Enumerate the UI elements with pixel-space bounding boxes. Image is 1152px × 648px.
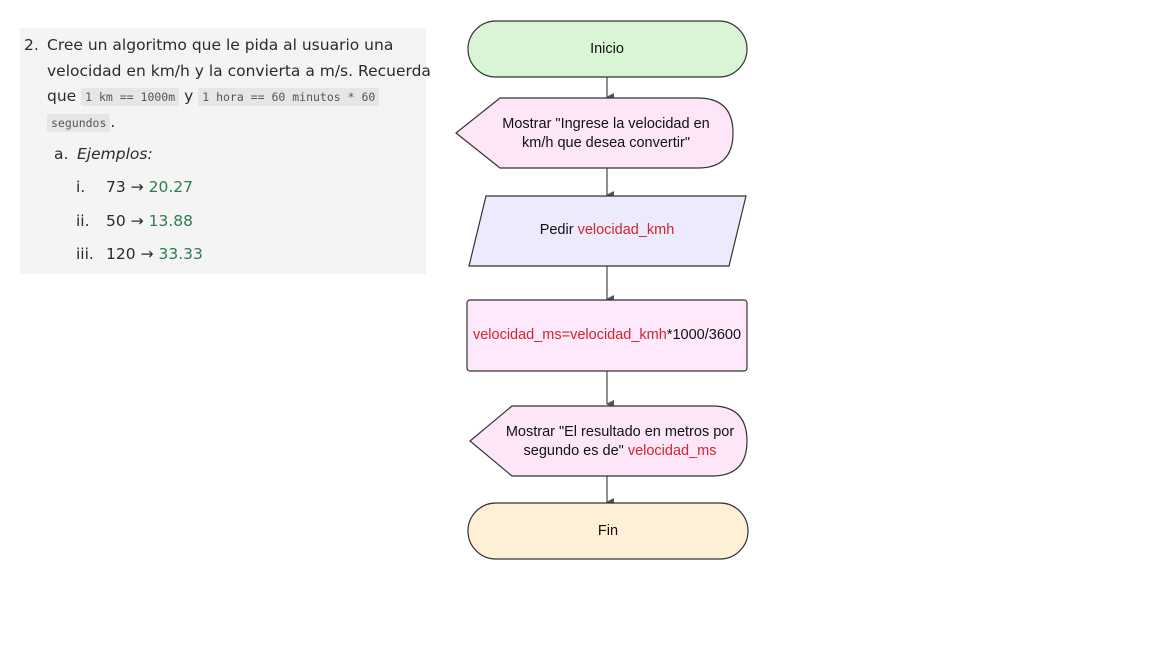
display2-line1: Mostrar "El resultado en metros por <box>506 424 735 440</box>
display2-text: segundo es de" <box>524 443 628 459</box>
process-node: velocidad_ms=velocidad_kmh*1000/3600 <box>466 299 748 372</box>
code-km: 1 km == 1000m <box>81 88 180 106</box>
exercise-number: 2. <box>24 36 39 54</box>
example-output: 33.33 <box>158 245 203 263</box>
example-marker: i. <box>76 178 86 196</box>
code-segundos: segundos <box>47 114 111 132</box>
exercise-text-y: y <box>184 87 194 105</box>
example-output: 13.88 <box>148 212 193 230</box>
exercise-text-1: Cree un algoritmo que le pida al usuario… <box>47 36 394 54</box>
example-arrow: → <box>130 212 144 230</box>
end-node: Fin <box>467 502 749 560</box>
exercise-panel: 2. Cree un algoritmo que le pida al usua… <box>20 28 431 274</box>
example-input: 50 <box>106 212 126 230</box>
code-hora: 1 hora == 60 minutos * 60 <box>198 88 380 106</box>
example-arrow: → <box>140 245 154 263</box>
display1-line1: Mostrar "Ingrese la velocidad en <box>502 116 709 132</box>
example-marker: ii. <box>76 212 90 230</box>
input-variable: velocidad_kmh <box>578 222 675 238</box>
example-input: 120 <box>106 245 136 263</box>
exercise-text-3: que <box>47 87 77 105</box>
process-label: velocidad_ms=velocidad_kmh*1000/3600 <box>473 327 741 343</box>
example-input: 73 <box>106 178 126 196</box>
input-node: Pedir velocidad_kmh <box>468 195 747 267</box>
process-assignment: velocidad_ms=velocidad_kmh <box>473 327 667 343</box>
display-node-prompt: Mostrar "Ingrese la velocidad en km/h qu… <box>455 97 734 169</box>
example-marker: iii. <box>76 245 94 263</box>
process-expression: *1000/3600 <box>667 327 741 343</box>
display-node-result: Mostrar "El resultado en metros por segu… <box>469 405 748 477</box>
display2-variable: velocidad_ms <box>628 443 717 459</box>
example-output: 20.27 <box>148 178 193 196</box>
display1-line2: km/h que desea convertir" <box>522 135 690 151</box>
examples-label: Ejemplos: <box>77 145 153 163</box>
exercise-text-2: velocidad en km/h y la convierta a m/s. … <box>47 62 431 80</box>
exercise-period: . <box>110 113 116 131</box>
start-label: Inicio <box>590 41 624 57</box>
input-prefix: Pedir <box>540 222 578 238</box>
example-arrow: → <box>130 178 144 196</box>
end-label: Fin <box>598 523 618 539</box>
input-label: Pedir velocidad_kmh <box>540 222 675 238</box>
sub-marker: a. <box>54 145 69 163</box>
start-node: Inicio <box>467 20 748 78</box>
display2-line2: segundo es de" velocidad_ms <box>524 443 717 459</box>
